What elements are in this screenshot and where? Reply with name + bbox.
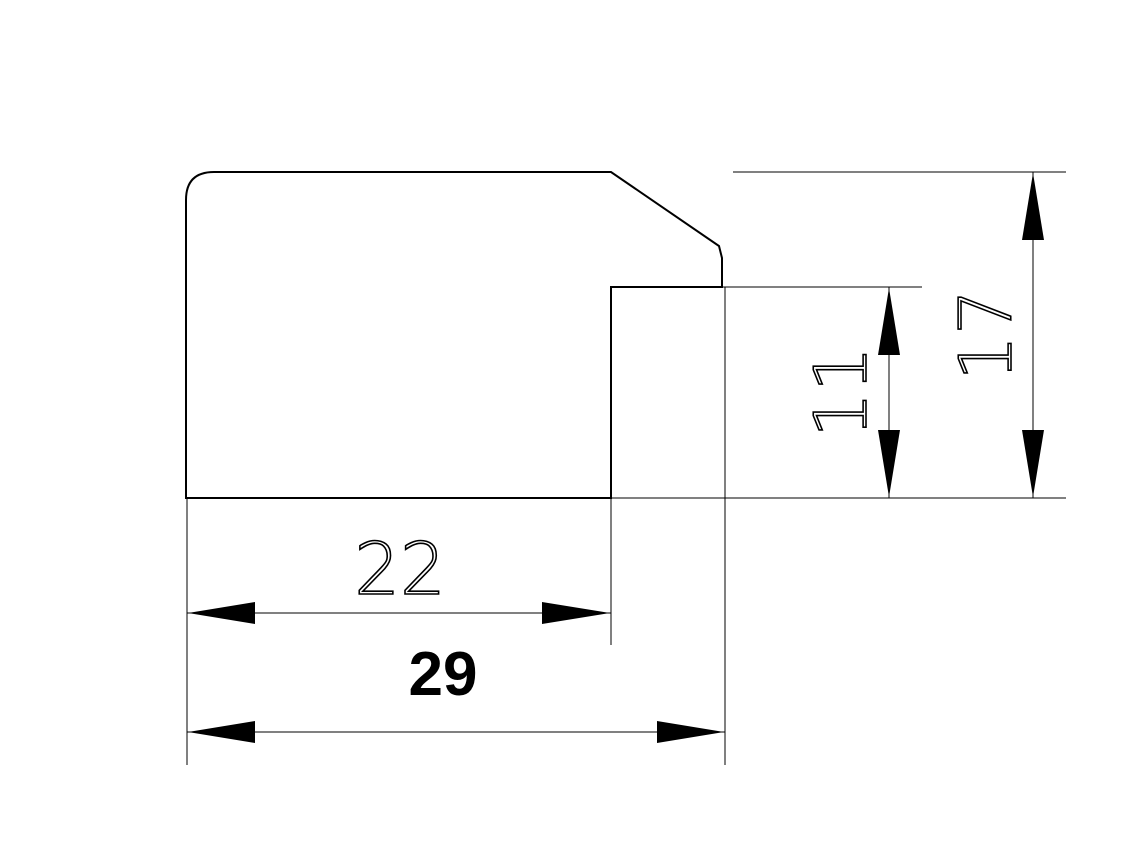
arrow-22-right <box>542 602 610 624</box>
dimension-label-22: 22 <box>354 527 446 611</box>
dimension-height-step: 11 <box>798 287 900 498</box>
dimension-width-inner: 22 <box>187 526 611 624</box>
dimension-label-17: 17 <box>944 289 1028 381</box>
arrow-29-left <box>188 721 255 743</box>
dimension-height-total: 17 <box>943 172 1044 498</box>
arrow-22-left <box>188 602 255 624</box>
arrow-11-top <box>878 288 900 355</box>
profile-outline <box>185 171 723 499</box>
arrow-29-right <box>657 721 724 743</box>
dimension-label-11: 11 <box>799 346 883 438</box>
arrow-17-top <box>1022 173 1044 240</box>
dimension-width-total: 29 <box>187 640 725 743</box>
arrow-11-bottom <box>878 430 900 497</box>
dimension-label-29: 29 <box>409 640 478 709</box>
arrow-17-bottom <box>1022 430 1044 497</box>
